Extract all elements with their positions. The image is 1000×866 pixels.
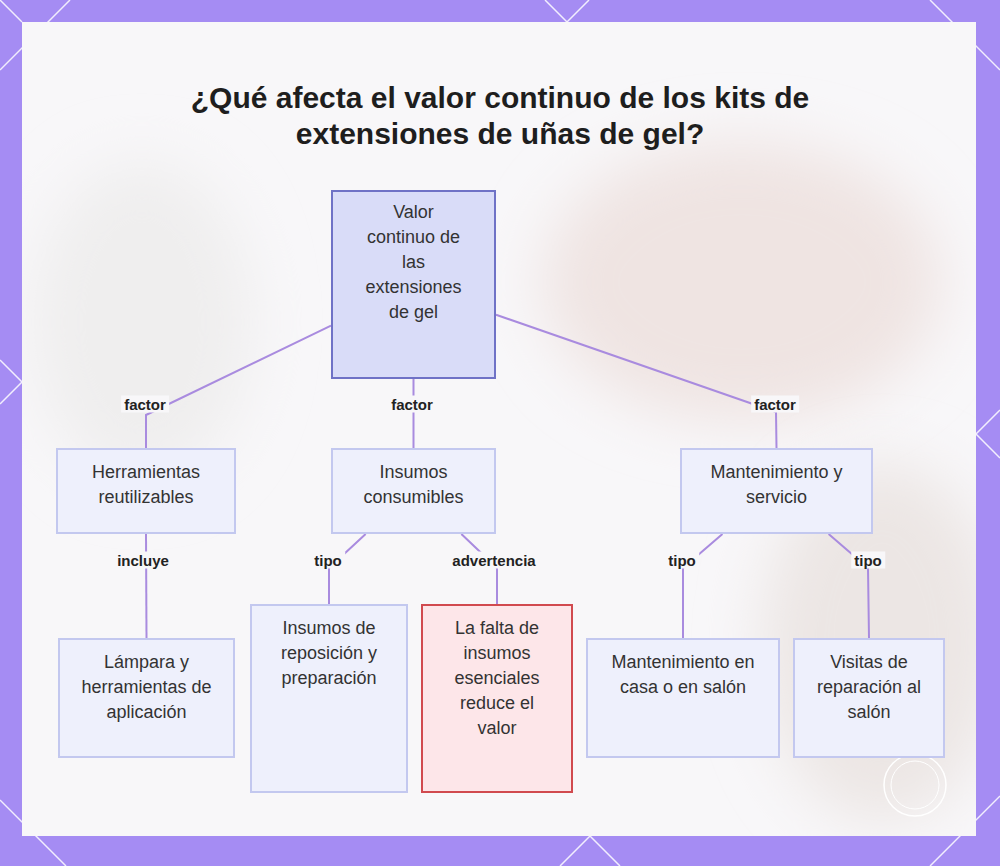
node-text: Valor continuo de las extensiones de gel (363, 200, 464, 325)
corner-line (0, 360, 22, 404)
corner-line (545, 0, 589, 22)
root-box: Valor continuo de las extensiones de gel (331, 190, 496, 379)
connector-line (329, 534, 366, 604)
connector-line (413, 379, 415, 448)
edge-label: tipo (311, 552, 345, 569)
corner-line (560, 836, 620, 866)
diagram-title: ¿Qué afecta el valor continuo de los kit… (150, 80, 850, 152)
edge-label: tipo (851, 552, 885, 569)
node-text: Insumos de reposición y preparación (264, 616, 394, 691)
blurred-shape (32, 162, 252, 482)
logo-mark (891, 761, 939, 809)
edge-label: factor (388, 396, 436, 413)
concept-box: Lámpara y herramientas de aplicación (58, 638, 235, 758)
connector-line (829, 534, 869, 638)
node-text: Lámpara y herramientas de aplicación (72, 650, 221, 725)
edge-label: factor (751, 396, 799, 413)
edge-label: factor (121, 396, 169, 413)
blurred-shape (542, 142, 942, 422)
warning-box: La falta de insumos esenciales reduce el… (421, 604, 573, 793)
node-text: Insumos consumibles (345, 460, 482, 510)
node-text: Herramientas reutilizables (70, 460, 222, 510)
connector-line (146, 326, 331, 448)
concept-box: Mantenimiento y servicio (680, 448, 873, 534)
node-text: Visitas de reparación al salón (807, 650, 931, 725)
concept-box: Mantenimiento en casa o en salón (586, 638, 780, 758)
connector-line (683, 534, 722, 638)
corner-line (976, 410, 1000, 458)
edge-label: tipo (665, 552, 699, 569)
logo-mark (884, 754, 946, 816)
node-text: Mantenimiento y servicio (694, 460, 859, 510)
concept-box: Insumos de reposición y preparación (250, 604, 408, 793)
concept-box: Visitas de reparación al salón (793, 638, 945, 758)
corner-line (0, 0, 22, 22)
edge-label: advertencia (449, 552, 538, 569)
edge-label: incluye (114, 552, 172, 569)
node-text: La falta de insumos esenciales reduce el… (439, 616, 555, 741)
concept-box: Herramientas reutilizables (56, 448, 236, 534)
node-text: Mantenimiento en casa o en salón (600, 650, 766, 700)
connector-line (496, 315, 777, 448)
connector-line (461, 534, 497, 604)
connector-line (145, 534, 148, 638)
concept-box: Insumos consumibles (331, 448, 496, 534)
